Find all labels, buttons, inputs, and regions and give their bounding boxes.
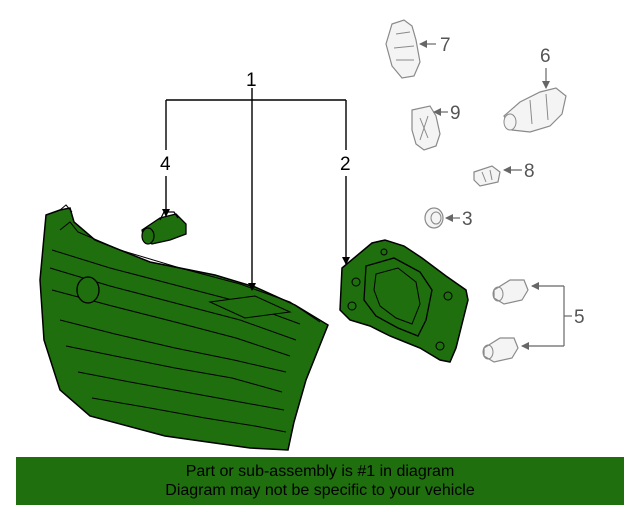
bulb-socket-part-4 — [141, 211, 187, 245]
bulb-part-9 — [411, 105, 441, 151]
callout-6: 6 — [540, 46, 551, 67]
bulb-part-5-upper — [492, 279, 529, 305]
disclaimer-line-2: Diagram may not be specific to your vehi… — [165, 482, 475, 499]
bulb-part-7 — [385, 19, 421, 79]
socket-part-6 — [503, 87, 567, 133]
callout-1: 1 — [246, 70, 257, 91]
callout-3: 3 — [462, 209, 473, 230]
lamp-housing-part — [39, 204, 329, 451]
callout-7: 7 — [440, 35, 451, 56]
bulb-part-8 — [473, 165, 501, 187]
gasket-bracket-part-2 — [339, 239, 469, 363]
bulb-part-5-lower — [482, 337, 519, 363]
parts-diagram: 1 2 4 7 6 9 8 3 5 — [39, 19, 585, 451]
callout-8: 8 — [524, 161, 535, 182]
gray-leader-lines — [419, 40, 572, 350]
bulb-part-3 — [424, 207, 444, 229]
leader-lines — [162, 88, 350, 291]
callout-2: 2 — [340, 154, 351, 175]
disclaimer-line-1: Part or sub-assembly is #1 in diagram — [185, 463, 455, 480]
callout-9: 9 — [450, 103, 461, 124]
callout-4: 4 — [160, 154, 171, 175]
disclaimer-banner: Part or sub-assembly is #1 in diagram Di… — [16, 457, 624, 505]
callout-5: 5 — [574, 307, 585, 328]
